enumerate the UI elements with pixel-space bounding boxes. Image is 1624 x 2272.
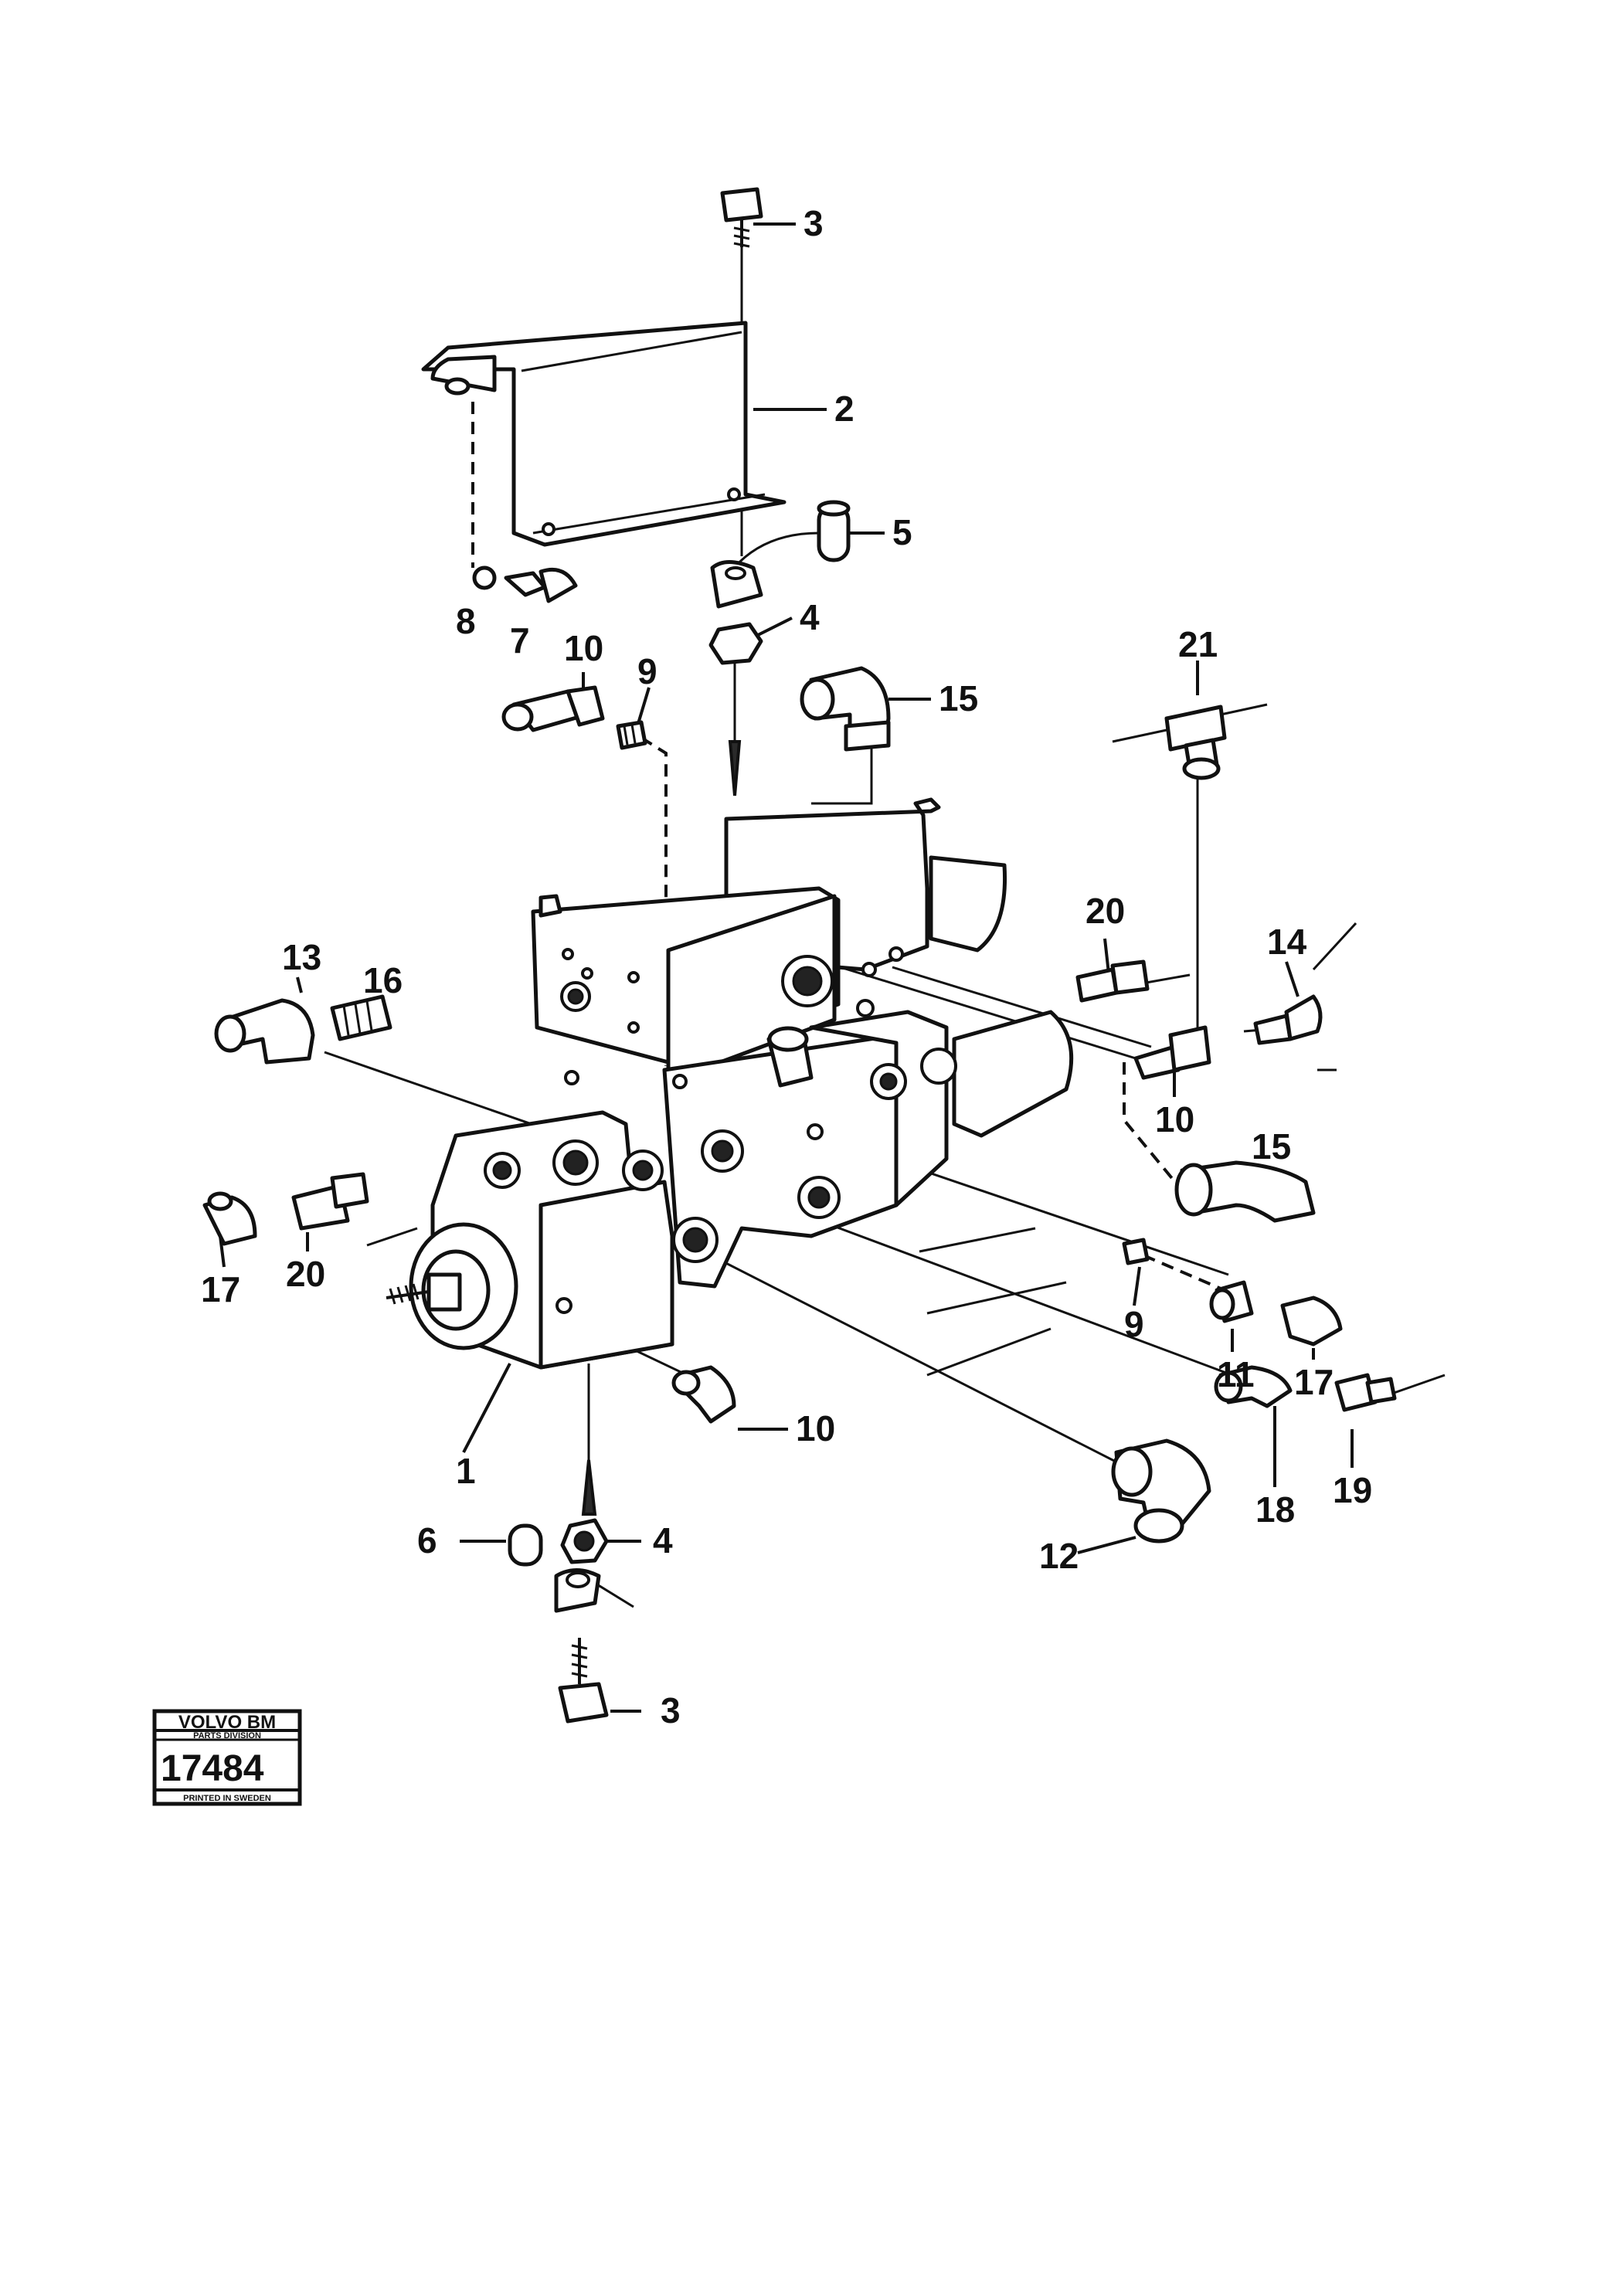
callout-numbers: 3 2 5 8 7 4 10 9 15 21 20 14 13 16 10 15… (201, 203, 1372, 1730)
callout-3-top: 3 (804, 203, 824, 243)
callout-4-bottom: 4 (653, 1520, 673, 1561)
callout-10-right: 10 (1155, 1099, 1194, 1139)
callout-10-bottom: 10 (796, 1408, 835, 1448)
callout-9-top: 9 (637, 651, 657, 691)
callout-15-top: 15 (939, 678, 978, 718)
volvo-bm-badge: VOLVO BM PARTS DIVISION 17484 PRINTED IN… (152, 1709, 302, 1806)
callout-3-bottom: 3 (661, 1690, 681, 1730)
callout-20-right: 20 (1085, 891, 1125, 931)
callout-20-left: 20 (286, 1254, 325, 1294)
callout-7: 7 (510, 620, 530, 661)
callout-21: 21 (1178, 624, 1218, 664)
valve-block (386, 797, 1074, 1377)
callout-18: 18 (1255, 1489, 1295, 1530)
callout-8: 8 (456, 601, 476, 641)
callout-10-top: 10 (564, 628, 603, 668)
callout-13: 13 (282, 937, 321, 977)
callout-12: 12 (1039, 1536, 1079, 1576)
callout-11: 11 (1217, 1354, 1255, 1394)
bracket (421, 321, 787, 547)
hardware-parts (202, 187, 1397, 1724)
callout-6: 6 (417, 1520, 437, 1561)
callout-16: 16 (363, 960, 403, 1000)
callout-14: 14 (1267, 922, 1307, 962)
badge-footer: PRINTED IN SWEDEN (183, 1794, 271, 1803)
callout-9-right: 9 (1124, 1304, 1144, 1344)
callout-15-right: 15 (1252, 1126, 1291, 1167)
callout-17-right: 17 (1294, 1362, 1334, 1402)
callout-2: 2 (834, 389, 854, 429)
callout-1: 1 (456, 1451, 476, 1491)
callout-5: 5 (892, 512, 912, 552)
callout-19: 19 (1333, 1470, 1372, 1510)
badge-division: PARTS DIVISION (193, 1731, 261, 1741)
callout-17-left: 17 (201, 1269, 240, 1309)
callout-4-top: 4 (800, 597, 820, 637)
badge-number: 17484 (161, 1748, 264, 1789)
badge-brand: VOLVO BM (178, 1712, 276, 1733)
